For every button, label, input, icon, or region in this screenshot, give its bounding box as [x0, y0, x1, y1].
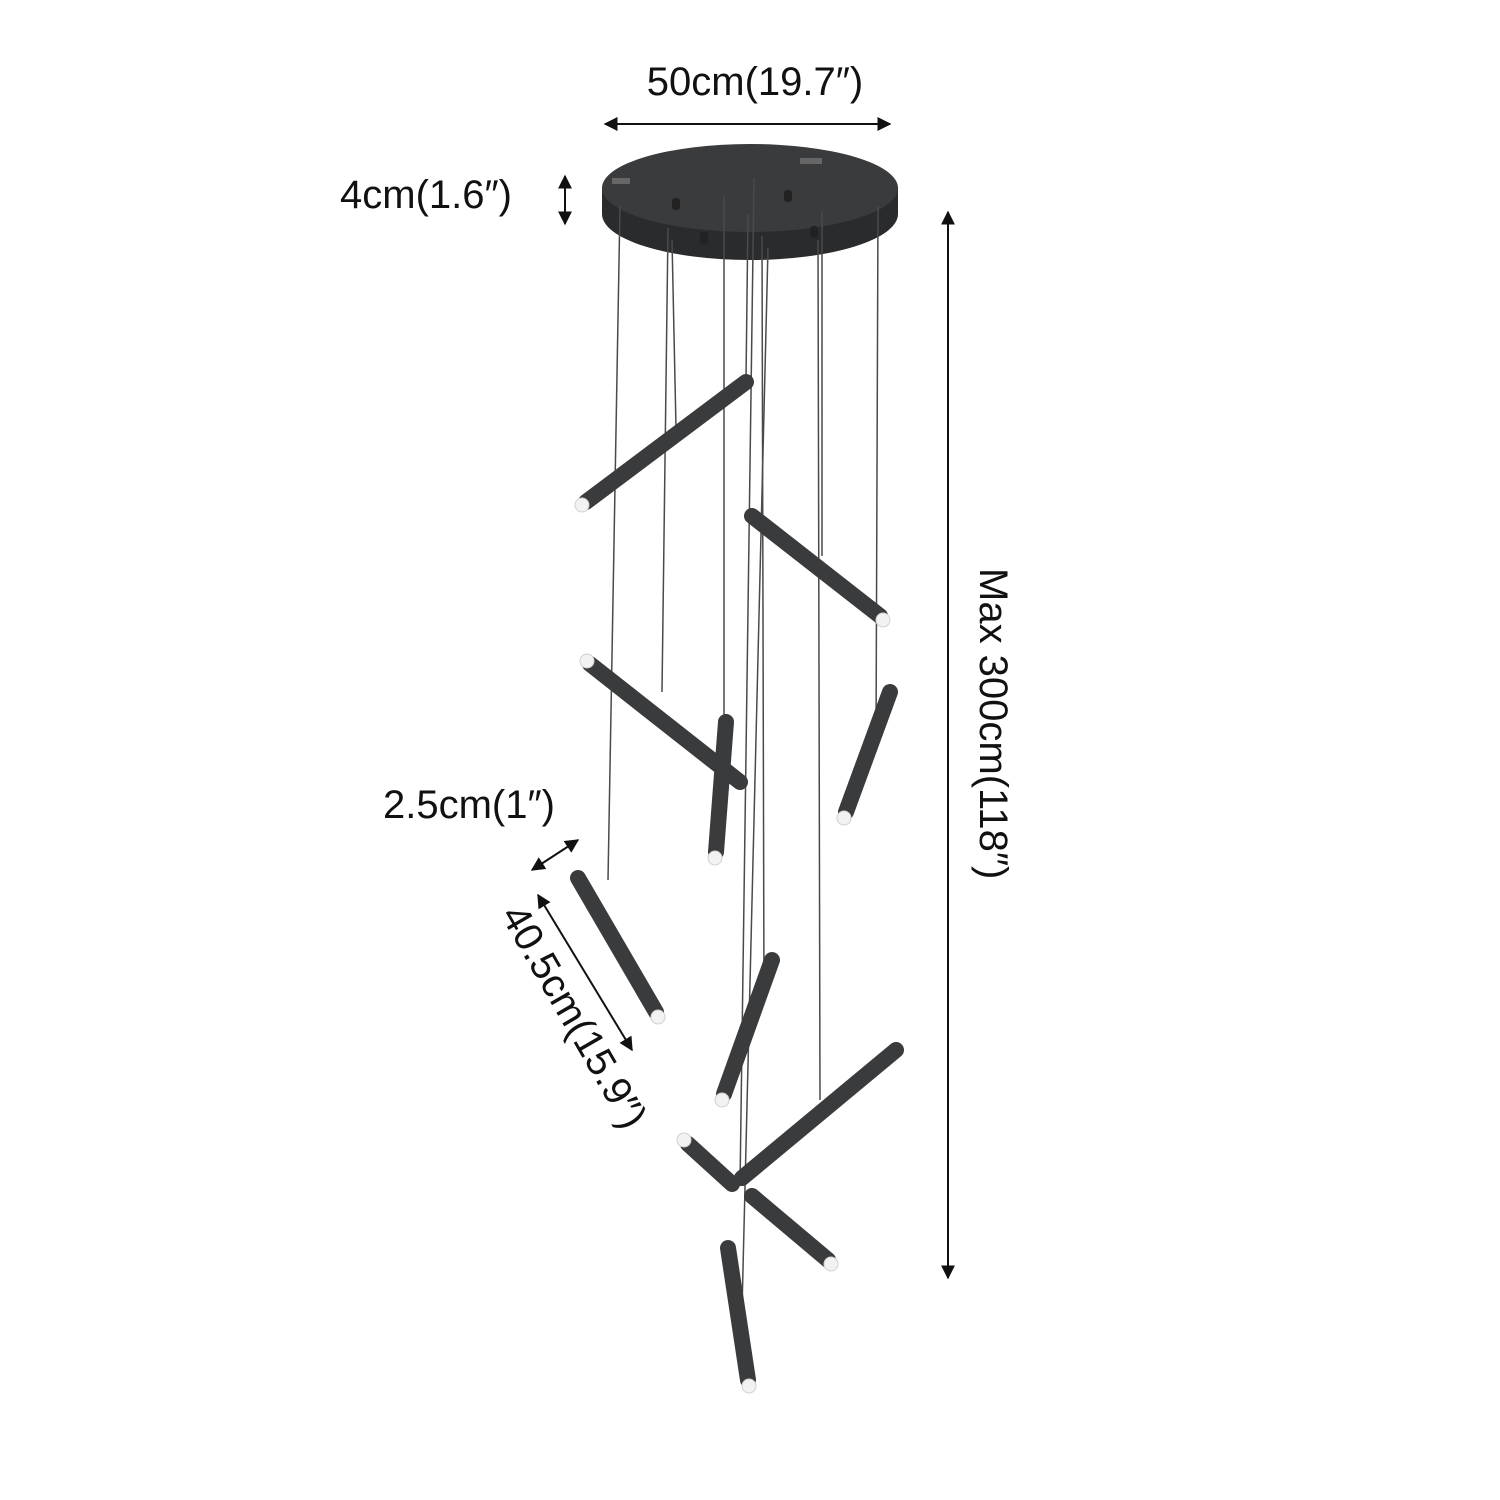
width-label: 50cm(19.7″) — [647, 60, 863, 104]
wire — [671, 239, 677, 429]
pendant-tube — [578, 374, 754, 510]
max-height-label: Max 300cm(118″) — [971, 568, 1015, 879]
tube-length-dimension: 40.5cm(15.9″) — [492, 893, 655, 1136]
light-end — [579, 653, 595, 669]
canopy-screw — [700, 232, 708, 244]
wire — [741, 247, 769, 1311]
tube-diameter-dimension: 2.5cm(1″) — [383, 783, 580, 871]
tube-diameter-label: 2.5cm(1″) — [383, 783, 555, 827]
tube-length-label: 40.5cm(15.9″) — [492, 898, 655, 1136]
pendant-tube — [570, 870, 664, 1020]
light-end — [836, 810, 852, 826]
light-end — [714, 1092, 730, 1108]
tube-diameter-arrow — [530, 839, 580, 871]
wire — [875, 205, 879, 741]
canopy-screw — [672, 198, 680, 210]
light-end — [676, 1132, 692, 1148]
pendant-tubes — [570, 374, 904, 1388]
light-end — [875, 612, 891, 628]
wire — [607, 205, 621, 881]
tube-length-arrow — [537, 893, 633, 1052]
pendant-tube — [838, 684, 898, 820]
canopy-top — [602, 144, 898, 232]
pendant-tube — [716, 952, 780, 1102]
wire — [661, 227, 669, 693]
canopy — [602, 144, 898, 260]
pendant-tube — [680, 1136, 740, 1192]
light-end — [650, 1009, 666, 1025]
pendant-tube — [744, 508, 888, 624]
pendant-tube — [708, 714, 734, 860]
canopy-screw — [784, 190, 792, 202]
light-end — [741, 1378, 757, 1394]
light-end — [707, 850, 723, 866]
pendant-tube — [720, 1240, 756, 1388]
canopy-height-dimension: 4cm(1.6″) — [340, 173, 572, 226]
canopy-label-left — [612, 178, 630, 184]
max-height-dimension: Max 300cm(118″) — [941, 210, 1015, 1280]
canopy-height-label: 4cm(1.6″) — [340, 173, 512, 217]
canopy-label-right — [800, 158, 822, 164]
suspension-wires — [607, 177, 879, 1311]
wire — [817, 239, 821, 1101]
wire — [761, 235, 765, 1001]
wire — [745, 213, 749, 381]
pendant-tube — [744, 1188, 836, 1268]
pendant-tube — [734, 1042, 904, 1186]
tube-light-ends — [574, 497, 891, 1394]
wire — [739, 177, 755, 1187]
width-dimension: 50cm(19.7″) — [603, 60, 892, 131]
canopy-screw — [810, 226, 818, 238]
light-end — [574, 497, 590, 513]
light-end — [823, 1256, 839, 1272]
